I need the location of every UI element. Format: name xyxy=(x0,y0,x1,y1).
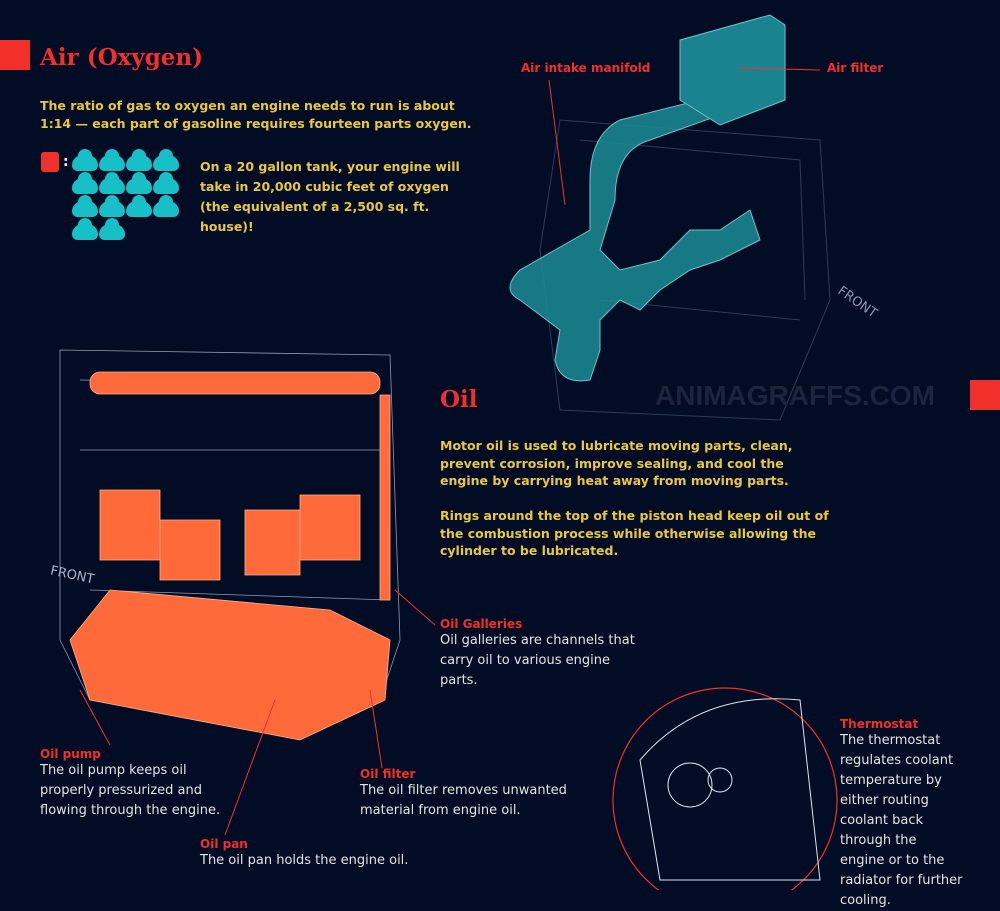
part-oil-pump: Oil pump The oil pump keeps oil properly… xyxy=(40,747,240,821)
oil-paragraph-2: Rings around the top of the piston head … xyxy=(440,508,829,558)
part-name: Oil pan xyxy=(200,837,248,851)
cloud-icon xyxy=(72,149,98,171)
air-intake-manifold xyxy=(509,14,786,382)
cloud-icon xyxy=(126,149,152,171)
cloud-icon xyxy=(153,149,179,171)
part-desc: Oil galleries are channels that carry oi… xyxy=(440,633,635,688)
oil-paragraph-1: Motor oil is used to lubricate moving pa… xyxy=(440,438,793,488)
cloud-icon xyxy=(99,218,125,240)
section-marker-air xyxy=(0,40,30,70)
part-desc: The oil pan holds the engine oil. xyxy=(200,853,409,868)
cloud-icon xyxy=(72,218,98,240)
cloud-icon xyxy=(72,172,98,194)
cloud-icon xyxy=(99,195,125,217)
cloud-icon xyxy=(126,195,152,217)
part-oil-filter: Oil filter The oil filter removes unwant… xyxy=(360,767,570,821)
cloud-icon xyxy=(153,195,179,217)
part-name: Oil pump xyxy=(40,747,101,761)
oxygen-clouds xyxy=(72,149,187,247)
part-oil-pan: Oil pan The oil pan holds the engine oil… xyxy=(200,837,440,871)
cloud-icon xyxy=(99,172,125,194)
label-air-intake-manifold: Air intake manifold xyxy=(521,61,651,75)
thermostat-illustration xyxy=(612,687,838,890)
part-thermostat: Thermostat The thermostat regulates cool… xyxy=(840,717,965,911)
tank-fact: On a 20 gallon tank, your engine will ta… xyxy=(200,159,460,234)
part-desc: The thermostat regulates coolant tempera… xyxy=(840,733,963,908)
engine-illustrations xyxy=(59,14,838,890)
part-name: Thermostat xyxy=(840,717,919,731)
part-name: Oil filter xyxy=(360,767,416,781)
part-oil-galleries: Oil Galleries Oil galleries are channels… xyxy=(440,617,640,691)
cloud-icon xyxy=(99,149,125,171)
label-air-filter: Air filter xyxy=(827,61,884,75)
oil-title: Oil xyxy=(440,386,478,413)
cloud-icon xyxy=(126,172,152,194)
cloud-icon xyxy=(153,172,179,194)
watermark: ANIMAGRAFFS.COM xyxy=(655,380,935,411)
section-marker-oil xyxy=(970,380,1000,410)
part-name: Oil Galleries xyxy=(440,617,523,631)
air-intro: The ratio of gas to oxygen an engine nee… xyxy=(40,98,472,131)
gas-can-icon xyxy=(41,152,59,172)
air-title: Air (Oxygen) xyxy=(40,44,204,71)
colon-separator: : xyxy=(63,154,69,170)
oil-system xyxy=(69,371,391,741)
part-desc: The oil pump keeps oil properly pressuri… xyxy=(40,763,221,818)
part-desc: The oil filter removes unwanted material… xyxy=(360,783,567,818)
cloud-icon xyxy=(72,195,98,217)
